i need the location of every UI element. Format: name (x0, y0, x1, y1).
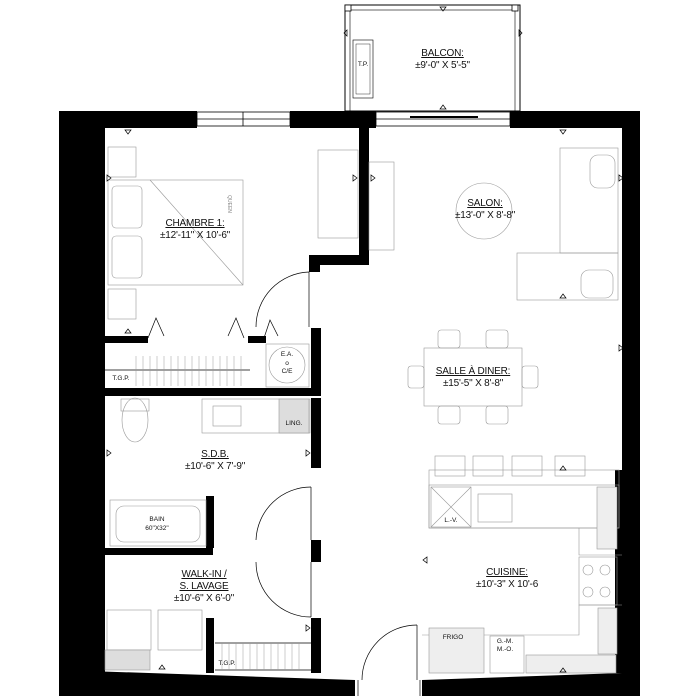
frigo-label: FRIGO (442, 634, 464, 641)
exterior-walls (59, 111, 640, 696)
lv-label: L.-V. (444, 517, 458, 524)
sdb-label: S.D.B. ±10'-6" X 7'-9" (165, 449, 265, 473)
bain-size-label: 60"X32" (145, 525, 169, 532)
ea-o-label: o (285, 360, 289, 367)
cuisine-label: CUISINE: ±10'-3" X 10'-6 (457, 567, 557, 591)
balcon-dims: ±9'-0" X 5'-5" (415, 60, 470, 71)
balcon-name: BALCON: (421, 48, 464, 59)
queen-label: QUEEN (226, 195, 232, 213)
windows (196, 111, 511, 127)
ea-label: E.A. (280, 351, 294, 358)
sdb-dims: ±10'-6" X 7'-9" (184, 461, 246, 472)
salon-label: SALON: ±13'-0" X 8'-8" (440, 198, 530, 222)
walkin-name: WALK-IN / (181, 569, 227, 580)
cuisine-name: CUISINE: (486, 567, 528, 578)
salon-name: SALON: (467, 198, 503, 209)
furniture (104, 146, 622, 674)
balcon-label: BALCON: ±9'-0" X 5'-5" (395, 48, 490, 72)
walkin-dims: ±10'-6" X 6'-0'' (173, 593, 235, 604)
ea-ce-label: C/E (281, 368, 293, 375)
salle-name: SALLE À DINER: (435, 366, 511, 377)
bed (107, 179, 244, 286)
chambre-label: CHAMBRE 1: ±12'-11" X 10'-6" (145, 218, 245, 242)
balcony (344, 4, 521, 112)
salon-dims: ±13'-0" X 8'-8" (454, 210, 516, 221)
ling-label: LING. (285, 420, 303, 427)
tgp-chambre-label: T.G.P. (112, 375, 130, 382)
chambre-dims: ±12'-11" X 10'-6" (159, 230, 231, 241)
interior-walls (105, 128, 625, 673)
closet-hangers (135, 356, 300, 670)
salle-dims: ±15'-5" X 8'-8" (442, 378, 504, 389)
bain-label: BAIN (149, 516, 165, 523)
salle-label: SALLE À DINER: ±15'-5" X 8'-8" (418, 366, 528, 390)
walkin-name2: S. LAVAGE (179, 581, 229, 592)
door-swings (105, 271, 421, 696)
tp-balcon-label: T.P. (357, 61, 369, 68)
walkin-label: WALK-IN / S. LAVAGE ±10'-6" X 6'-0'' (154, 569, 254, 605)
cuisine-dims: ±10'-3" X 10'-6 (475, 579, 539, 590)
chambre-name: CHAMBRE 1: (165, 218, 225, 229)
tgp-walkin-label: T.G.P. (218, 660, 236, 667)
mo-label: M.-O. (496, 646, 514, 653)
sdb-name: S.D.B. (201, 449, 229, 460)
markers (106, 6, 624, 673)
gm-label: G.-M. (496, 638, 514, 645)
